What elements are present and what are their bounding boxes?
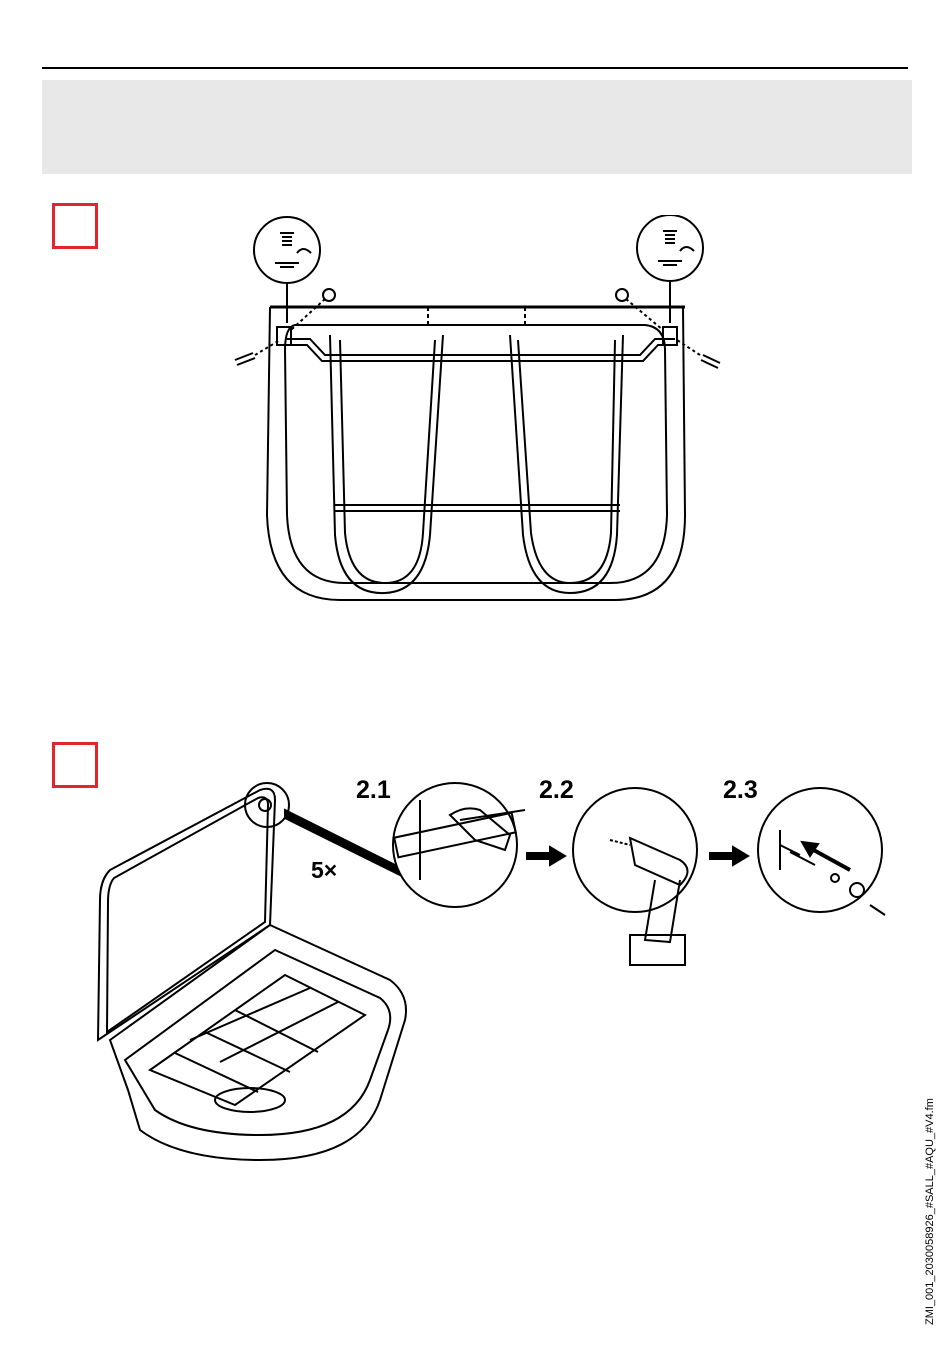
installation-steps-illustration <box>80 770 905 1170</box>
step-1-box <box>52 203 98 249</box>
substep-2-2-label: 2.2 <box>539 778 574 803</box>
header-band <box>42 80 912 174</box>
substep-2-1-label: 2.1 <box>356 778 391 803</box>
substep-2-3-label: 2.3 <box>723 778 758 803</box>
quantity-label: 5× <box>311 859 337 882</box>
sink-top-view-illustration <box>225 215 735 615</box>
file-code: ZMI_001_2030058926_#SALL_#AQU_#V4.fm <box>924 1098 936 1325</box>
top-rule <box>42 67 908 69</box>
